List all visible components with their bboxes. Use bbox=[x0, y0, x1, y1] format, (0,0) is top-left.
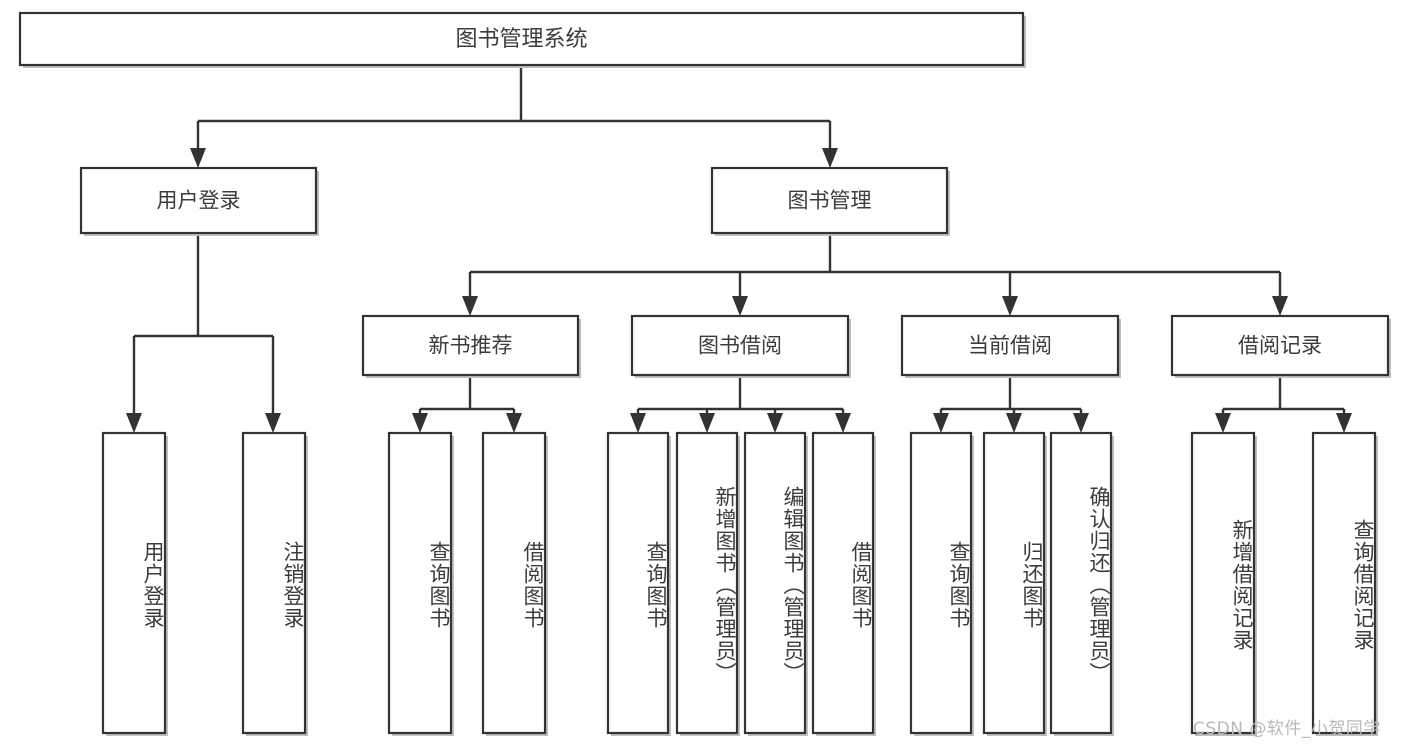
arrow-head-icon bbox=[630, 413, 646, 433]
arrow-head-icon bbox=[835, 413, 851, 433]
node-book-management[interactable] bbox=[710, 166, 949, 235]
node-leaf-confirm-return-admin[interactable] bbox=[1049, 431, 1113, 735]
arrow-head-icon bbox=[1002, 296, 1018, 316]
arrow-head-icon bbox=[190, 148, 206, 168]
node-current-borrow-label: 当前借阅 bbox=[968, 334, 1052, 358]
arrow-head-icon bbox=[699, 413, 715, 433]
csdn-watermark: CSDN @软件_小贺同学 bbox=[1193, 719, 1381, 739]
arrow-head-icon bbox=[126, 413, 142, 433]
node-leaf-add-borrow-record[interactable] bbox=[1190, 431, 1256, 735]
node-book-borrow-label: 图书借阅 bbox=[698, 334, 782, 358]
node-user-login[interactable] bbox=[79, 166, 318, 235]
node-leaf-edit-book-admin[interactable] bbox=[743, 431, 807, 735]
arrow-head-icon bbox=[412, 413, 428, 433]
node-current-borrow[interactable] bbox=[900, 314, 1120, 377]
node-new-book-recommend-label: 新书推荐 bbox=[429, 334, 513, 358]
node-borrow-record-label: 借阅记录 bbox=[1238, 334, 1322, 358]
node-box-layer bbox=[18, 11, 1391, 736]
arrow-head-icon bbox=[265, 413, 281, 433]
node-root-label: 图书管理系统 bbox=[455, 27, 587, 52]
node-new-book-recommend[interactable] bbox=[361, 314, 580, 377]
arrow-head-icon bbox=[1336, 413, 1352, 433]
arrow-head-icon bbox=[1215, 413, 1231, 433]
node-leaf-add-book-admin[interactable] bbox=[675, 431, 739, 735]
node-book-management-label: 图书管理 bbox=[788, 189, 872, 213]
node-leaf-return-books[interactable] bbox=[982, 431, 1046, 735]
node-leaf-logout-login[interactable] bbox=[241, 431, 307, 735]
node-leaf-user-login[interactable] bbox=[101, 431, 167, 735]
node-book-borrow[interactable] bbox=[630, 314, 850, 377]
arrowhead-layer bbox=[126, 148, 1352, 433]
node-leaf-borrow-books[interactable] bbox=[811, 431, 875, 735]
node-leaf-query-books-current[interactable] bbox=[909, 431, 973, 735]
arrow-head-icon bbox=[732, 296, 748, 316]
arrow-head-icon bbox=[506, 413, 522, 433]
arrow-head-icon bbox=[822, 148, 838, 168]
node-borrow-record[interactable] bbox=[1170, 314, 1390, 377]
node-leaf-borrow-books-recommend[interactable] bbox=[481, 431, 547, 735]
arrow-head-icon bbox=[1006, 413, 1022, 433]
arrow-head-icon bbox=[462, 296, 478, 316]
arrow-head-icon bbox=[1073, 413, 1089, 433]
arrow-head-icon bbox=[767, 413, 783, 433]
node-leaf-query-books-borrow[interactable] bbox=[606, 431, 670, 735]
node-leaf-query-books-recommend[interactable] bbox=[387, 431, 453, 735]
node-leaf-query-borrow-record[interactable] bbox=[1311, 431, 1377, 735]
arrow-head-icon bbox=[1272, 296, 1288, 316]
arrow-head-icon bbox=[933, 413, 949, 433]
node-user-login-label: 用户登录 bbox=[157, 189, 241, 213]
node-root[interactable] bbox=[18, 11, 1025, 67]
